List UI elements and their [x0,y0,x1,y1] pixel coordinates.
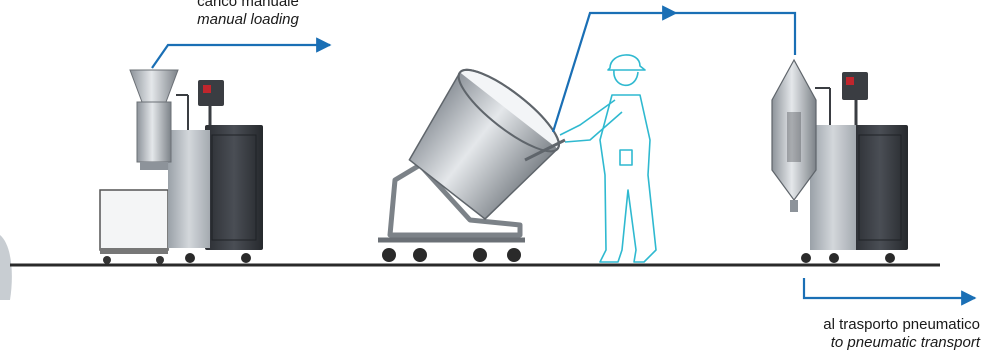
feed-hopper [130,70,178,102]
machine-cabinet-right [852,125,908,250]
machine-cabinet [205,125,263,250]
manual-loading-label: carico manuale manual loading [178,0,318,29]
edge-fragment [0,235,12,300]
pneumatic-transport-label-en: to pneumatic transport [823,334,980,352]
pneumatic-transport-label-it: al trasporto pneumatico [823,316,980,334]
machine-pneumatic [772,60,908,263]
operator-figure [560,55,656,262]
pneumatic-transport-label: al trasporto pneumatico to pneumatic tra… [823,316,980,352]
machine-manual-loading [100,70,263,264]
pneumatic-transport-arrow [804,278,975,298]
manual-loading-arrow [152,45,330,68]
manual-loading-label-it: carico manuale [178,0,318,11]
manual-loading-label-en: manual loading [178,11,318,29]
container-tipper [378,58,569,262]
control-panel-right [842,72,868,100]
material-bin [100,190,168,250]
transfer-flow-line-2 [676,13,795,55]
